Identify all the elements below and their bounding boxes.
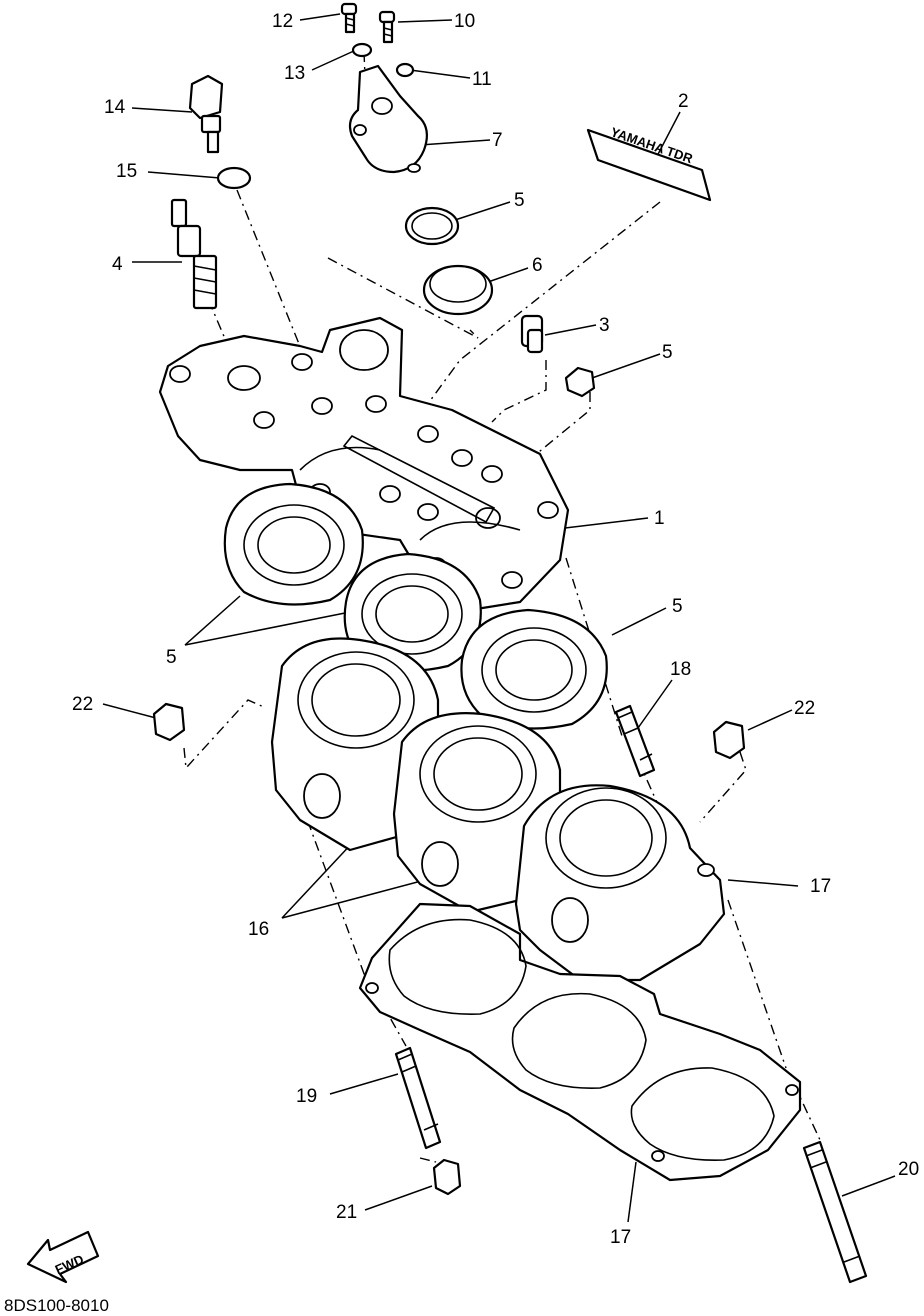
callout-1: 1 [654, 508, 665, 529]
fitting-3 [520, 314, 544, 354]
callout-20: 20 [898, 1159, 920, 1180]
seal-8 [422, 264, 494, 316]
callout-19: 19 [296, 1086, 318, 1107]
callout-17-lower: 17 [610, 1227, 632, 1248]
callout-18: 18 [670, 659, 692, 680]
nut-6 [564, 366, 596, 398]
callout-8: 6 [532, 255, 543, 276]
fwd-arrow-icon: FWD [26, 1230, 100, 1284]
drawing-code: 8DS100-8010 [4, 1296, 109, 1315]
head-gasket-right [460, 608, 608, 730]
spark-plug [170, 198, 218, 310]
callout-4: 4 [112, 254, 123, 275]
o-ring-7-inner [411, 212, 453, 240]
callout-15: 15 [116, 161, 138, 182]
washer-11 [395, 62, 415, 78]
gasket-15 [216, 166, 252, 190]
stud-18 [614, 704, 656, 778]
thermo-switch [188, 74, 224, 154]
callout-22-right: 22 [794, 698, 816, 719]
nut-21 [432, 1158, 462, 1196]
cylinder-right [514, 784, 726, 982]
callout-9: 7 [492, 130, 503, 151]
bolt-12 [340, 2, 358, 34]
callout-11: 11 [472, 69, 492, 90]
callout-16: 16 [248, 919, 270, 940]
callout-12: 12 [272, 11, 294, 32]
base-gasket [358, 902, 802, 1182]
callout-13: 13 [284, 63, 306, 84]
nut-22-left [152, 702, 186, 742]
callout-3: 3 [599, 315, 610, 336]
washer-13 [351, 42, 373, 58]
bolt-10 [378, 10, 396, 44]
callout-7: 5 [514, 190, 525, 211]
nut-22-right [712, 720, 746, 760]
callout-5-left: 5 [166, 647, 177, 668]
callout-14: 14 [104, 97, 126, 118]
callout-22-left: 22 [72, 694, 94, 715]
callout-2: 2 [678, 91, 689, 112]
yamaha-decal: YAMAHA TDR [586, 124, 712, 202]
head-gasket-left [223, 482, 364, 606]
cylinder-head [158, 316, 570, 612]
thermostat-cover [348, 64, 429, 174]
stud-20 [802, 1140, 868, 1284]
callout-21: 21 [336, 1202, 358, 1223]
callout-6: 5 [662, 342, 673, 363]
cylinder-middle [392, 712, 562, 914]
stud-19 [394, 1046, 442, 1150]
callout-5-right: 5 [672, 596, 683, 617]
callout-17-upper: 17 [810, 876, 832, 897]
callout-10: 10 [454, 11, 476, 32]
